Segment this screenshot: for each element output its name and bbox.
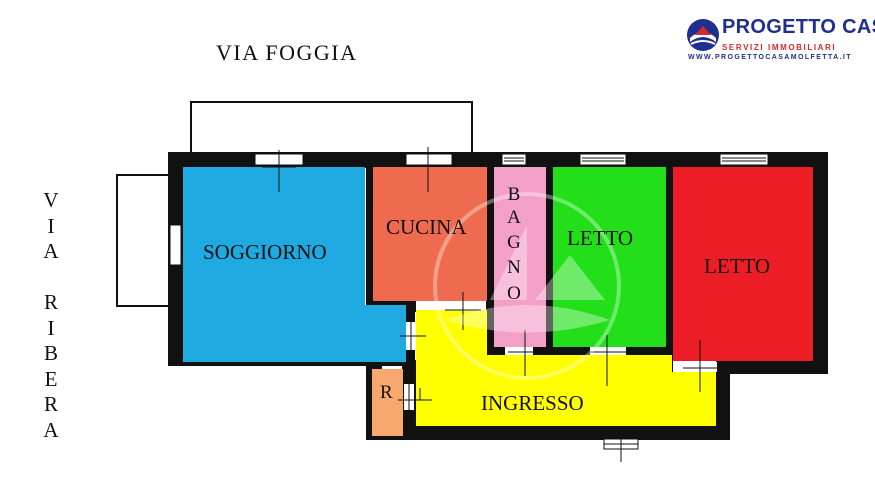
- sailboat-watermark-icon: [433, 192, 621, 380]
- room-soggiorno: [183, 167, 365, 362]
- label-ripostiglio: R: [380, 382, 393, 403]
- label-bagno-letter: O: [507, 283, 521, 304]
- room-soggiorno-ext: [360, 305, 406, 362]
- door-letto-1: [590, 347, 626, 355]
- label-bagno: B A G N O: [507, 184, 521, 304]
- room-letto-2: [673, 167, 813, 361]
- street-label-via-ribera: V I A R I B E R A: [43, 188, 59, 442]
- window-letto-2: [719, 153, 769, 166]
- balcony-top: [190, 101, 473, 156]
- label-letto-1: LETTO: [567, 226, 633, 250]
- label-bagno-letter: N: [507, 257, 521, 278]
- street-label-via-foggia: VIA FOGGIA: [216, 40, 358, 65]
- label-bagno-letter: B: [508, 184, 521, 205]
- window-cucina: [405, 153, 453, 166]
- label-ingresso: INGRESSO: [481, 391, 584, 415]
- room-bagno: [494, 167, 546, 347]
- label-bagno-letter: A: [507, 207, 521, 228]
- label-letto-2: LETTO: [704, 254, 770, 278]
- room-ingresso: [416, 310, 716, 426]
- company-logo: PROGETTO CASA SERVIZI IMMOBILIARI WWW.PR…: [686, 14, 875, 66]
- window-bagno: [501, 153, 527, 166]
- logo-company-name: PROGETTO CASA: [722, 16, 875, 38]
- balcony-left: [116, 174, 170, 307]
- logo-website[interactable]: WWW.PROGETTOCASAMOLFETTA.IT: [688, 54, 852, 61]
- room-letto-1: [553, 167, 666, 347]
- room-ripostiglio: [372, 369, 403, 436]
- room-cucina: [373, 167, 487, 301]
- window-soggiorno-side: [169, 224, 182, 266]
- window-letto-1: [579, 153, 627, 166]
- logo-subtitle: SERVIZI IMMOBILIARI: [722, 43, 837, 52]
- fixture-markers: [262, 147, 717, 462]
- label-cucina: CUCINA: [386, 215, 467, 239]
- house-wave-logo-icon: [687, 19, 719, 51]
- label-bagno-letter: G: [507, 232, 521, 253]
- door-bagno: [505, 347, 533, 355]
- label-soggiorno: SOGGIORNO: [203, 240, 327, 264]
